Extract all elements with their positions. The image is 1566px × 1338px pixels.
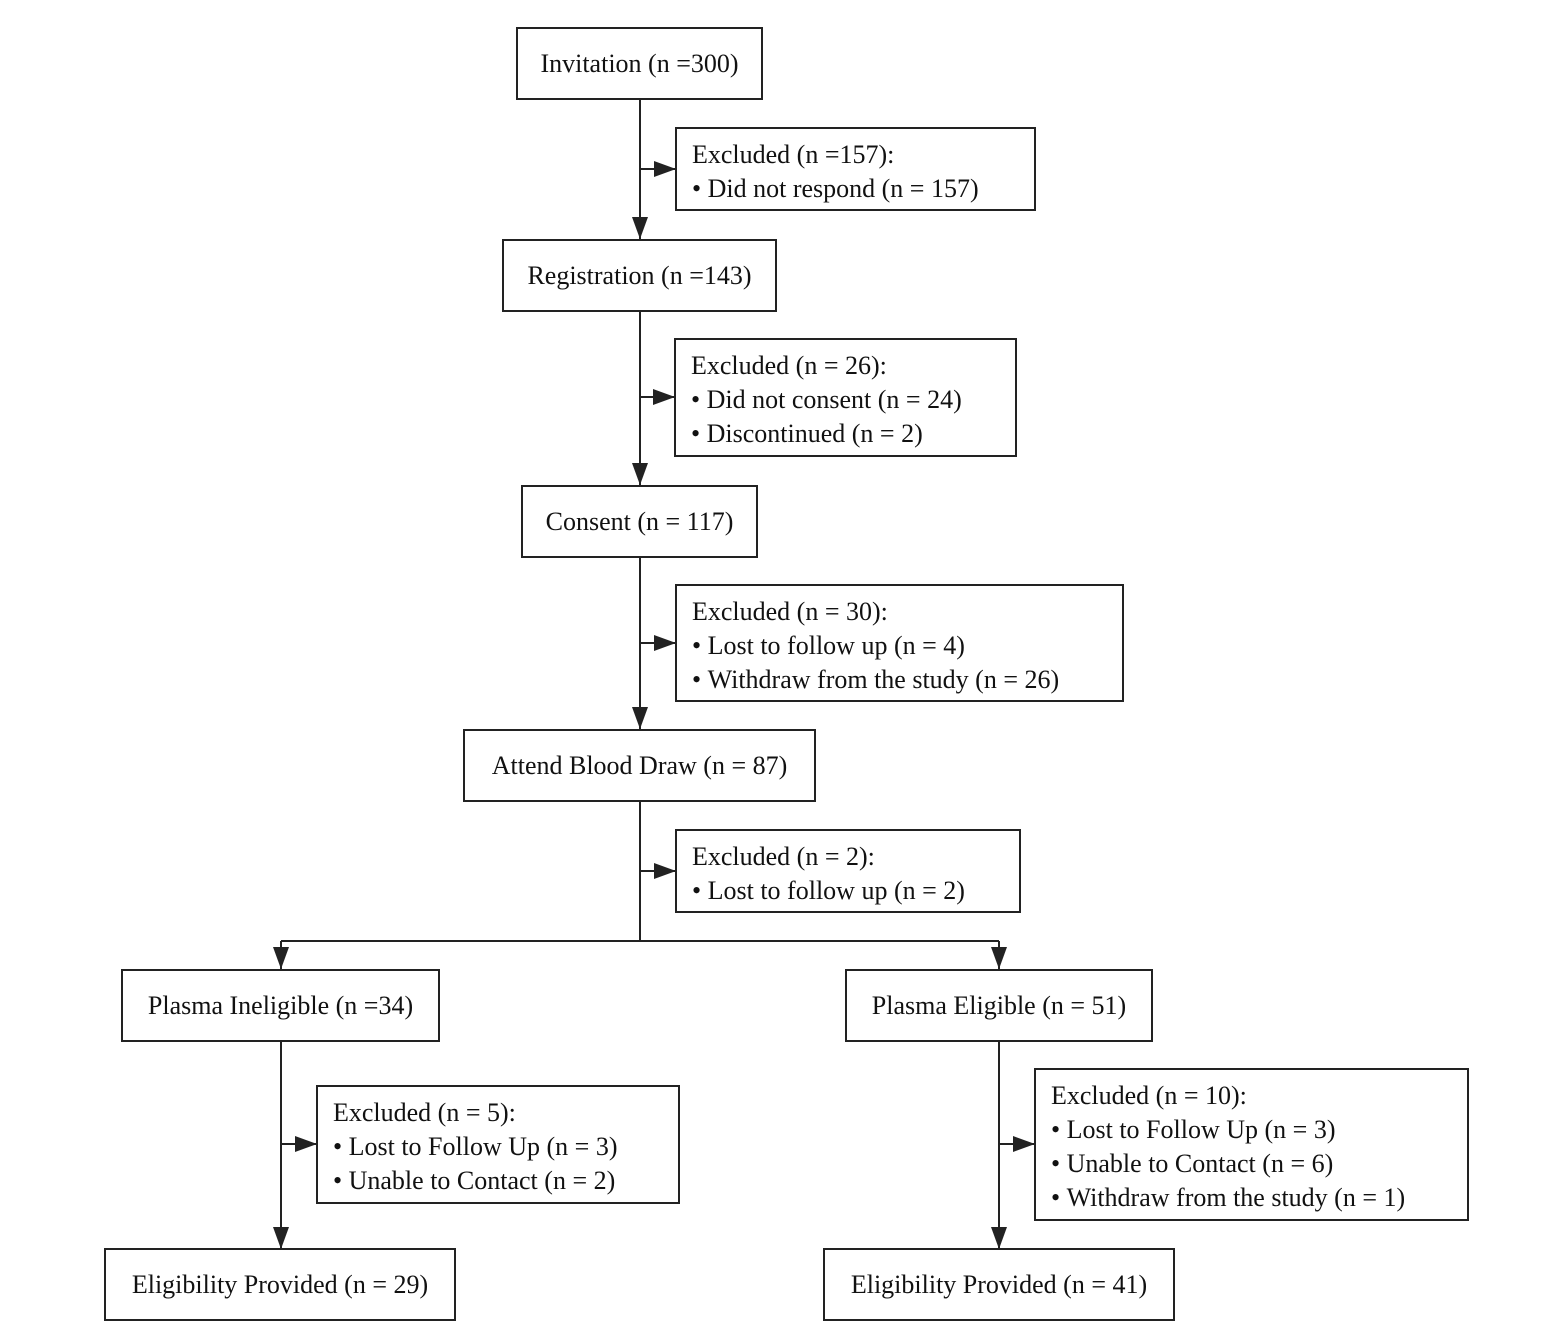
eligibility-right-label: Eligibility Provided (n = 41) <box>850 1269 1148 1299</box>
excluded-5-item: Lost to Follow Up (n = 3) <box>333 1130 678 1164</box>
invitation-box: Invitation (n =300) <box>516 27 763 100</box>
blood-draw-box: Attend Blood Draw (n = 87) <box>463 729 816 802</box>
excluded-2-item: Discontinued (n = 2) <box>691 417 1015 451</box>
excluded-1-title: Excluded (n =157): <box>692 140 895 169</box>
consent-box: Consent (n = 117) <box>521 485 758 558</box>
excluded-6-item: Withdraw from the study (n = 1) <box>1051 1181 1467 1215</box>
excluded-3-item: Withdraw from the study (n = 26) <box>692 663 1122 697</box>
excluded-3-item: Lost to follow up (n = 4) <box>692 629 1122 663</box>
excluded-6-item: Unable to Contact (n = 6) <box>1051 1147 1467 1181</box>
excluded-box-1: Excluded (n =157): Did not respond (n = … <box>675 127 1036 211</box>
excluded-box-3: Excluded (n = 30): Lost to follow up (n … <box>675 584 1124 702</box>
eligibility-left-label: Eligibility Provided (n = 29) <box>131 1269 429 1299</box>
excluded-box-4: Excluded (n = 2): Lost to follow up (n =… <box>675 829 1021 913</box>
excluded-6-item: Lost to Follow Up (n = 3) <box>1051 1113 1467 1147</box>
blood-draw-label: Attend Blood Draw (n = 87) <box>491 750 788 780</box>
plasma-eligible-box: Plasma Eligible (n = 51) <box>845 969 1153 1042</box>
excluded-5-item: Unable to Contact (n = 2) <box>333 1164 678 1198</box>
excluded-5-title: Excluded (n = 5): <box>333 1098 516 1127</box>
invitation-label: Invitation (n =300) <box>540 48 739 78</box>
excluded-box-5: Excluded (n = 5): Lost to Follow Up (n =… <box>316 1085 680 1204</box>
excluded-box-6: Excluded (n = 10): Lost to Follow Up (n … <box>1034 1068 1469 1221</box>
excluded-6-title: Excluded (n = 10): <box>1051 1081 1247 1110</box>
plasma-ineligible-box: Plasma Ineligible (n =34) <box>121 969 440 1042</box>
excluded-box-2: Excluded (n = 26): Did not consent (n = … <box>674 338 1017 457</box>
registration-label: Registration (n =143) <box>527 260 752 290</box>
excluded-3-title: Excluded (n = 30): <box>692 597 888 626</box>
excluded-1-item: Did not respond (n = 157) <box>692 172 1034 206</box>
plasma-ineligible-label: Plasma Ineligible (n =34) <box>147 990 414 1020</box>
consent-label: Consent (n = 117) <box>545 506 734 536</box>
eligibility-right-box: Eligibility Provided (n = 41) <box>823 1248 1175 1321</box>
plasma-eligible-label: Plasma Eligible (n = 51) <box>871 990 1127 1020</box>
eligibility-left-box: Eligibility Provided (n = 29) <box>104 1248 456 1321</box>
excluded-2-item: Did not consent (n = 24) <box>691 383 1015 417</box>
excluded-4-item: Lost to follow up (n = 2) <box>692 874 1019 908</box>
registration-box: Registration (n =143) <box>502 239 777 312</box>
excluded-4-title: Excluded (n = 2): <box>692 842 875 871</box>
excluded-2-title: Excluded (n = 26): <box>691 351 887 380</box>
